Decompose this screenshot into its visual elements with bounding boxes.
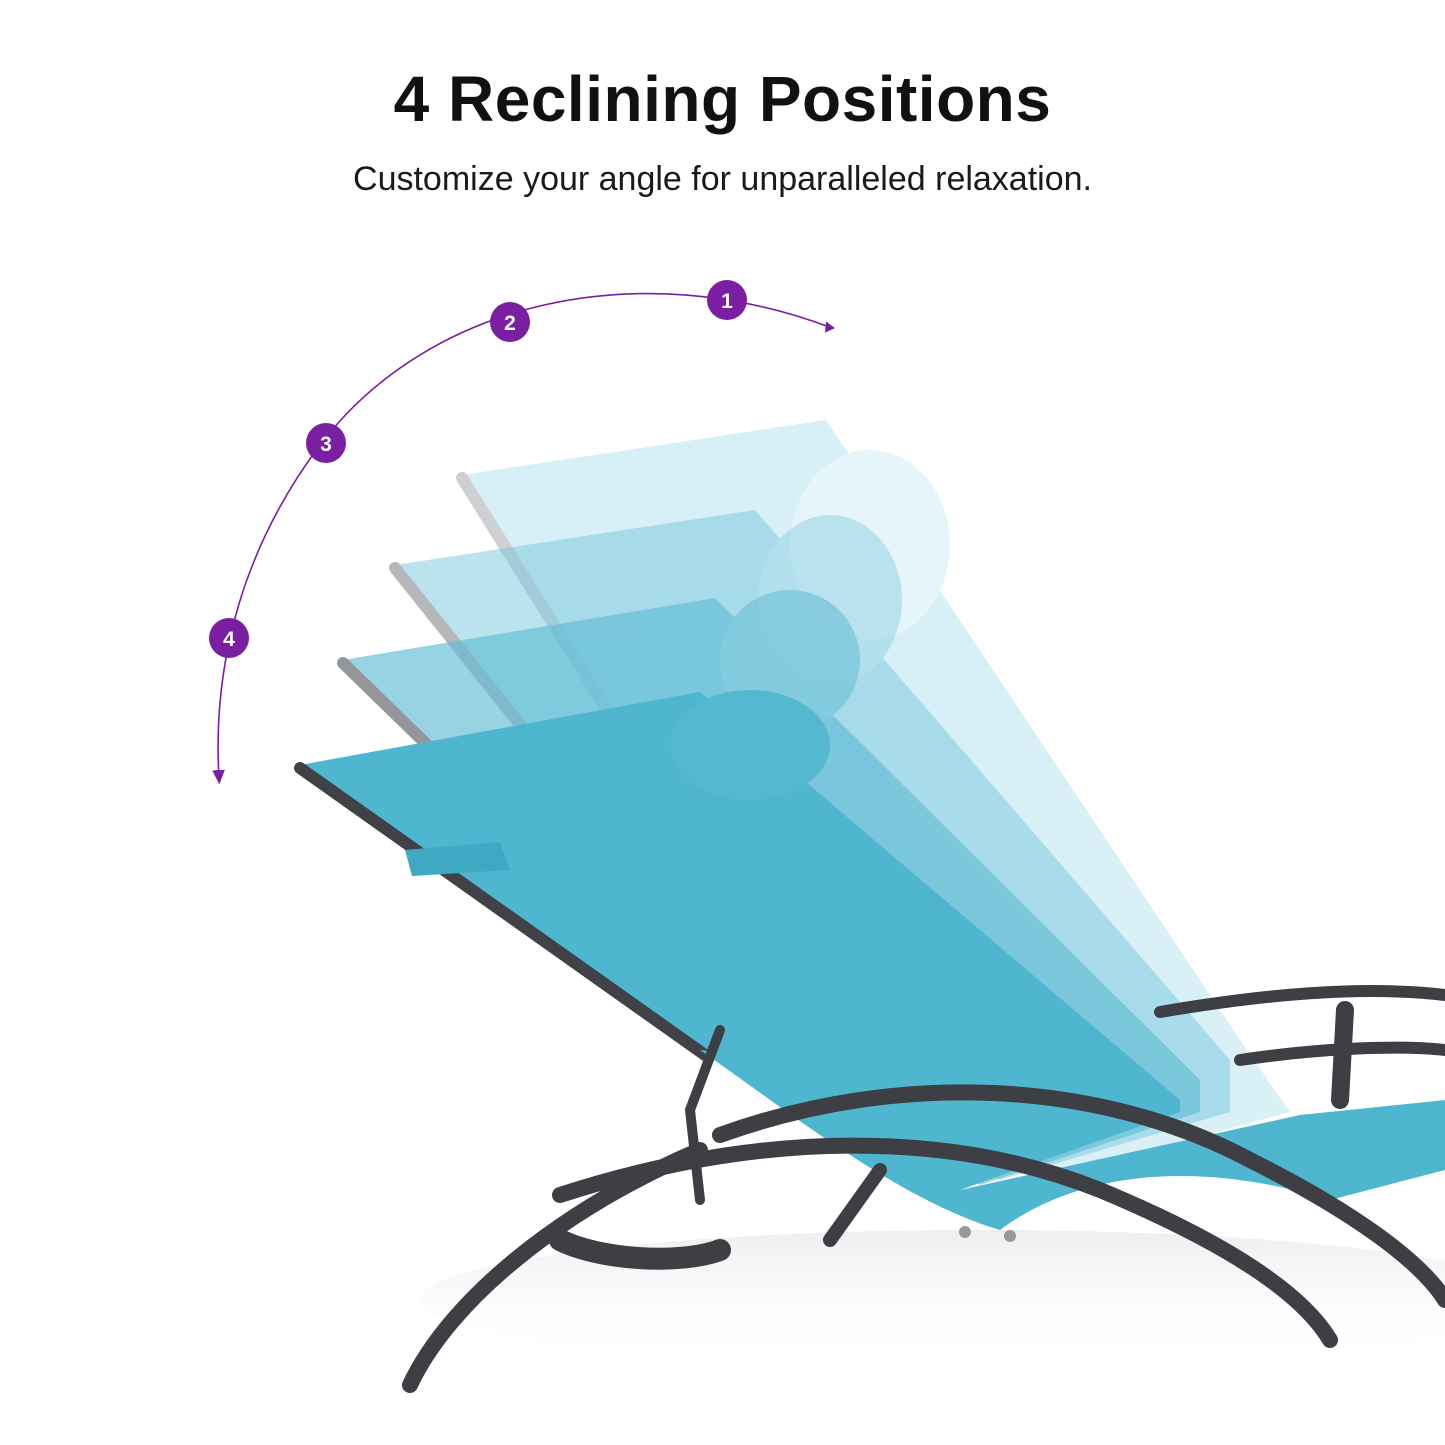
- recline-arc-arrow-top: [824, 321, 835, 333]
- frame-bolt: [1004, 1230, 1016, 1242]
- page-title: 4 Reclining Positions: [393, 63, 1052, 135]
- position-badge-3: 3: [306, 423, 346, 463]
- svg-text:2: 2: [504, 312, 516, 335]
- frame-bolt: [959, 1226, 971, 1238]
- position-badge-4: 4: [209, 618, 249, 658]
- page-subtitle: Customize your angle for unparalleled re…: [353, 160, 1092, 198]
- svg-text:1: 1: [721, 290, 733, 313]
- position-badge-2: 2: [490, 302, 530, 342]
- position-badge-1: 1: [707, 280, 747, 320]
- chair-frame: [402, 985, 1445, 1393]
- backrest-position-4: [294, 690, 1180, 1190]
- svg-text:3: 3: [320, 433, 332, 456]
- svg-text:4: 4: [223, 628, 235, 651]
